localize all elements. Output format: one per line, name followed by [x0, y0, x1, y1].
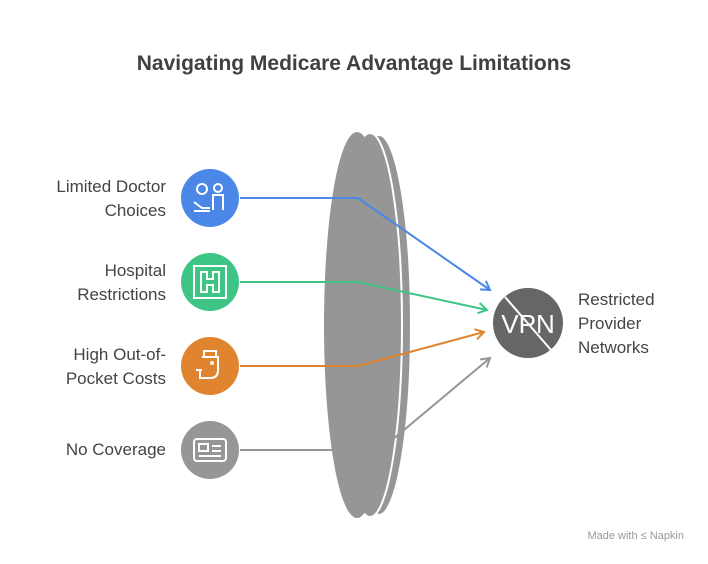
label-no-coverage: No Coverage: [65, 440, 166, 459]
label-high-costs: High Out-of-Pocket Costs: [65, 345, 166, 388]
connector-line: [240, 197, 491, 291]
arrowhead-icon: [474, 328, 486, 340]
payment-icon: [181, 337, 239, 395]
id-card-icon: [181, 421, 239, 479]
slash-icon: [504, 296, 552, 351]
arrowhead-icon: [477, 302, 489, 315]
footer-watermark: Made with ≤ Napkin: [587, 530, 684, 542]
connector-line: [240, 281, 488, 311]
diagram-title: Navigating Medicare Advantage Limitation…: [136, 52, 572, 75]
doctor-patient-icon: [181, 169, 239, 227]
lens: [324, 132, 412, 518]
connector-line: [240, 331, 485, 367]
hospital-icon: [181, 253, 239, 311]
connector-line: [240, 357, 491, 451]
arrowhead-icon: [479, 280, 492, 292]
output-node: VPN: [493, 288, 563, 358]
arrowhead-icon: [479, 356, 492, 368]
